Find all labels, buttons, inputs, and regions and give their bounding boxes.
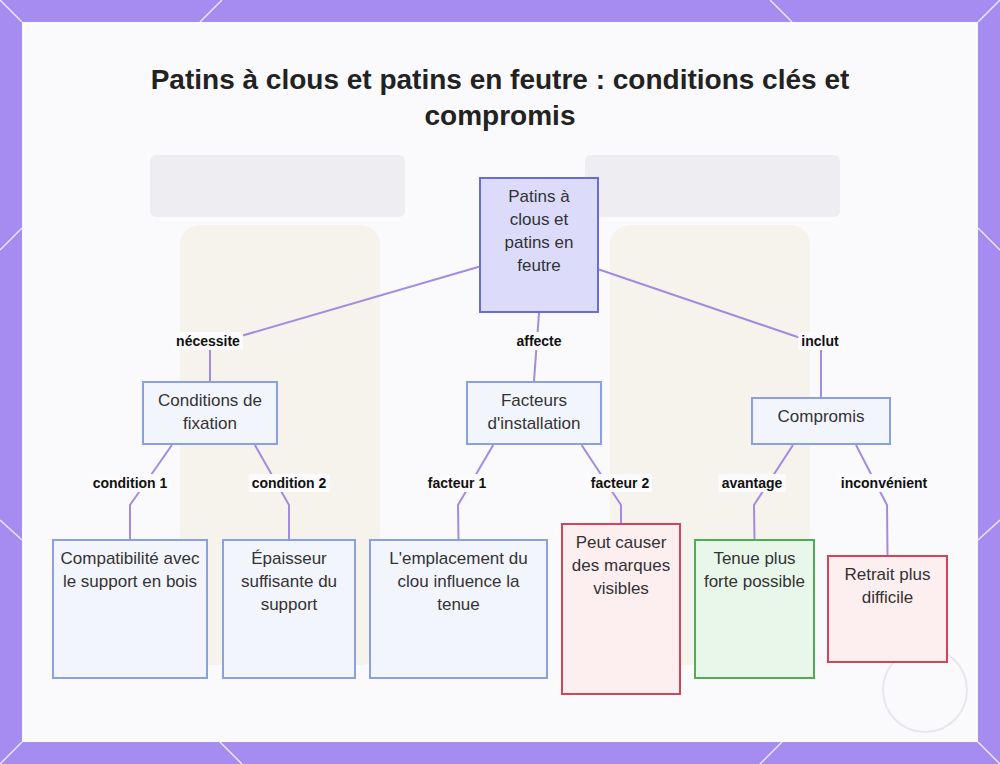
- edge-label: inconvénient: [838, 474, 930, 492]
- edge-label: affecte: [513, 332, 564, 350]
- warning-box: Retrait plus difficile: [827, 555, 948, 663]
- advantage-box: Tenue plus forte possible: [694, 539, 815, 679]
- edge-label: avantage: [719, 474, 786, 492]
- edge-label: inclut: [798, 332, 841, 350]
- warning-box: Peut causer des marques visibles: [561, 523, 681, 695]
- node-text: Tenue plus forte possible: [702, 547, 807, 593]
- node-text: Peut causer des marques visibles: [569, 531, 673, 600]
- connector: [130, 445, 172, 539]
- diagram-title: Patins à clous et patins en feutre : con…: [150, 62, 850, 134]
- node-text: Retrait plus difficile: [835, 563, 940, 609]
- leaf-box: Épaisseur suffisante du support: [222, 539, 356, 679]
- edge-label: facteur 1: [425, 474, 489, 492]
- connector: [255, 445, 289, 539]
- leaf-box: L'emplacement du clou influence la tenue: [369, 539, 548, 679]
- connector: [210, 267, 479, 381]
- root-box: Patins à clous et patins en feutre: [479, 177, 599, 313]
- connector-line: [255, 445, 289, 539]
- connector-line: [754, 445, 793, 539]
- connector-line: [458, 445, 493, 539]
- faded-illustration: [585, 155, 840, 217]
- connector-line: [599, 269, 821, 397]
- inner-panel: [22, 22, 978, 742]
- connector: [856, 445, 888, 555]
- edge-label: facteur 2: [588, 474, 652, 492]
- node-text: Patins à clous et patins en feutre: [487, 185, 591, 277]
- node-text: Compromis: [759, 405, 883, 428]
- node-text: L'emplacement du clou influence la tenue: [377, 547, 540, 616]
- category-box: Conditions de fixation: [142, 381, 278, 445]
- connector-line: [130, 445, 172, 539]
- connector: [458, 445, 493, 539]
- edge-label: condition 2: [249, 474, 330, 492]
- category-box: Compromis: [751, 397, 891, 445]
- node-text: Facteurs d'installation: [474, 389, 594, 435]
- connector-line: [856, 445, 888, 555]
- node-text: Conditions de fixation: [150, 389, 270, 435]
- connector: [599, 269, 821, 397]
- connector-line: [210, 267, 479, 381]
- edge-label: nécessite: [173, 332, 243, 350]
- node-text: Épaisseur suffisante du support: [230, 547, 348, 616]
- connector: [754, 445, 793, 539]
- faded-illustration: [150, 155, 405, 217]
- leaf-box: Compatibilité avec le support en bois: [52, 539, 208, 679]
- category-box: Facteurs d'installation: [466, 381, 602, 445]
- edge-label: condition 1: [90, 474, 171, 492]
- node-text: Compatibilité avec le support en bois: [60, 547, 200, 593]
